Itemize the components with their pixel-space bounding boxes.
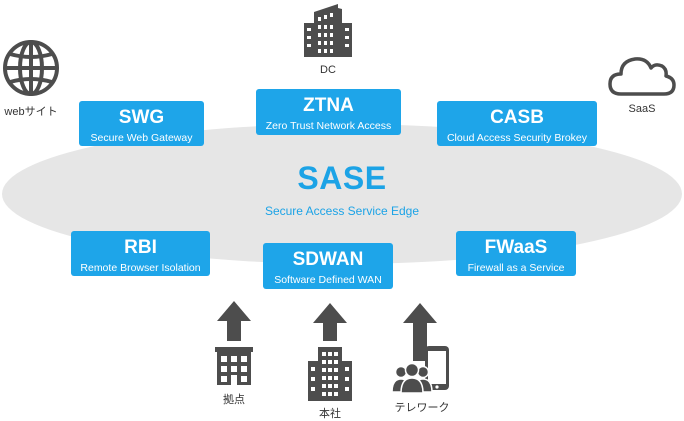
telework-arrow-icon	[403, 303, 437, 361]
ztna-subtitle: Zero Trust Network Access	[265, 120, 392, 132]
telework-label: テレワーク	[394, 402, 450, 414]
branch-arrow-icon	[217, 301, 251, 341]
people-smartphone-icon	[391, 346, 449, 394]
ztna-title: ZTNA	[303, 95, 354, 116]
globe-icon	[3, 40, 59, 96]
swg-subtitle: Secure Web Gateway	[90, 132, 193, 144]
rbi-title: RBI	[124, 237, 157, 258]
branch-label: 拠点	[223, 394, 245, 406]
sdwan-title: SDWAN	[292, 249, 364, 270]
ztna-box: ZTNA Zero Trust Network Access	[256, 89, 401, 135]
rbi-box: RBI Remote Browser Isolation	[71, 231, 210, 276]
casb-subtitle: Cloud Access Security Brokey	[446, 132, 588, 144]
sdwan-subtitle: Software Defined WAN	[274, 274, 382, 286]
swg-box: SWG Secure Web Gateway	[79, 101, 204, 146]
headquarters-building-icon	[308, 347, 352, 401]
hq-arrow-icon	[313, 303, 347, 341]
fwaas-subtitle: Firewall as a Service	[467, 262, 565, 274]
sdwan-box: SDWAN Software Defined WAN	[263, 243, 393, 289]
cloud-icon	[608, 57, 676, 96]
rbi-subtitle: Remote Browser Isolation	[80, 262, 201, 274]
swg-title: SWG	[118, 107, 165, 128]
sase-title: SASE	[297, 160, 387, 196]
dc-label: DC	[320, 64, 336, 76]
sase-subtitle: Secure Access Service Edge	[264, 204, 420, 218]
fwaas-box: FWaaS Firewall as a Service	[456, 231, 576, 276]
fwaas-title: FWaaS	[484, 237, 548, 258]
casb-title: CASB	[490, 107, 544, 128]
casb-box: CASB Cloud Access Security Brokey	[437, 101, 597, 146]
web-site-label: webサイト	[4, 106, 58, 118]
datacenter-building-icon	[304, 4, 352, 57]
saas-label: SaaS	[628, 103, 656, 115]
hq-label: 本社	[319, 408, 341, 420]
branch-building-icon	[215, 347, 253, 385]
